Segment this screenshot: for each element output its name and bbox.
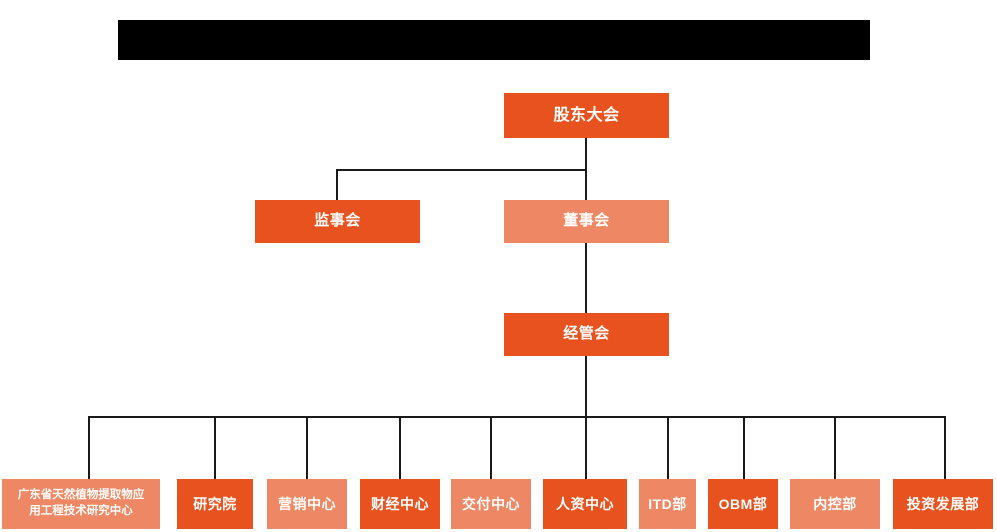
connector-to-hr	[585, 416, 587, 479]
node-obm-department[interactable]: OBM部	[708, 479, 778, 529]
connector-leaf-bus	[88, 416, 945, 418]
node-rnd-engineering-center-line1: 广东省天然植物提取物应	[17, 489, 145, 502]
title-banner	[118, 20, 870, 60]
connector-to-itd	[667, 416, 669, 479]
node-rnd-engineering-center-line2: 用工程技术研究中心	[29, 505, 133, 517]
connector-to-board	[585, 169, 587, 201]
connector-to-delivery	[490, 416, 492, 479]
node-board-of-directors[interactable]: 董事会	[504, 200, 669, 243]
node-marketing-center[interactable]: 营销中心	[267, 479, 347, 529]
connector-to-investment	[944, 416, 946, 479]
connector-to-internal-control	[834, 416, 836, 479]
connector-to-marketing	[306, 416, 308, 479]
node-shareholders-meeting[interactable]: 股东大会	[504, 93, 669, 138]
node-delivery-center[interactable]: 交付中心	[451, 479, 531, 529]
connector-tier2-bar	[336, 169, 587, 171]
node-hr-center[interactable]: 人资中心	[543, 479, 627, 529]
node-management-committee[interactable]: 经管会	[504, 313, 669, 356]
connector-to-finance	[399, 416, 401, 479]
connector-to-institute	[214, 416, 216, 479]
node-investment-development-department[interactable]: 投资发展部	[893, 479, 993, 529]
node-supervisory-board[interactable]: 监事会	[255, 200, 420, 243]
node-research-institute[interactable]: 研究院	[177, 479, 253, 529]
node-itd-department[interactable]: ITD部	[639, 479, 696, 529]
connector-to-obm	[743, 416, 745, 479]
connector-to-supervisory	[336, 169, 338, 201]
node-finance-center[interactable]: 财经中心	[360, 479, 440, 529]
node-rnd-engineering-center[interactable]: 广东省天然植物提取物应 用工程技术研究中心	[2, 479, 160, 529]
connector-to-rnd-center	[88, 416, 90, 479]
connector-board-to-management	[585, 242, 587, 313]
node-internal-control-department[interactable]: 内控部	[790, 479, 880, 529]
connector-shareholders-stem	[585, 138, 587, 171]
connector-management-stem	[585, 356, 587, 418]
